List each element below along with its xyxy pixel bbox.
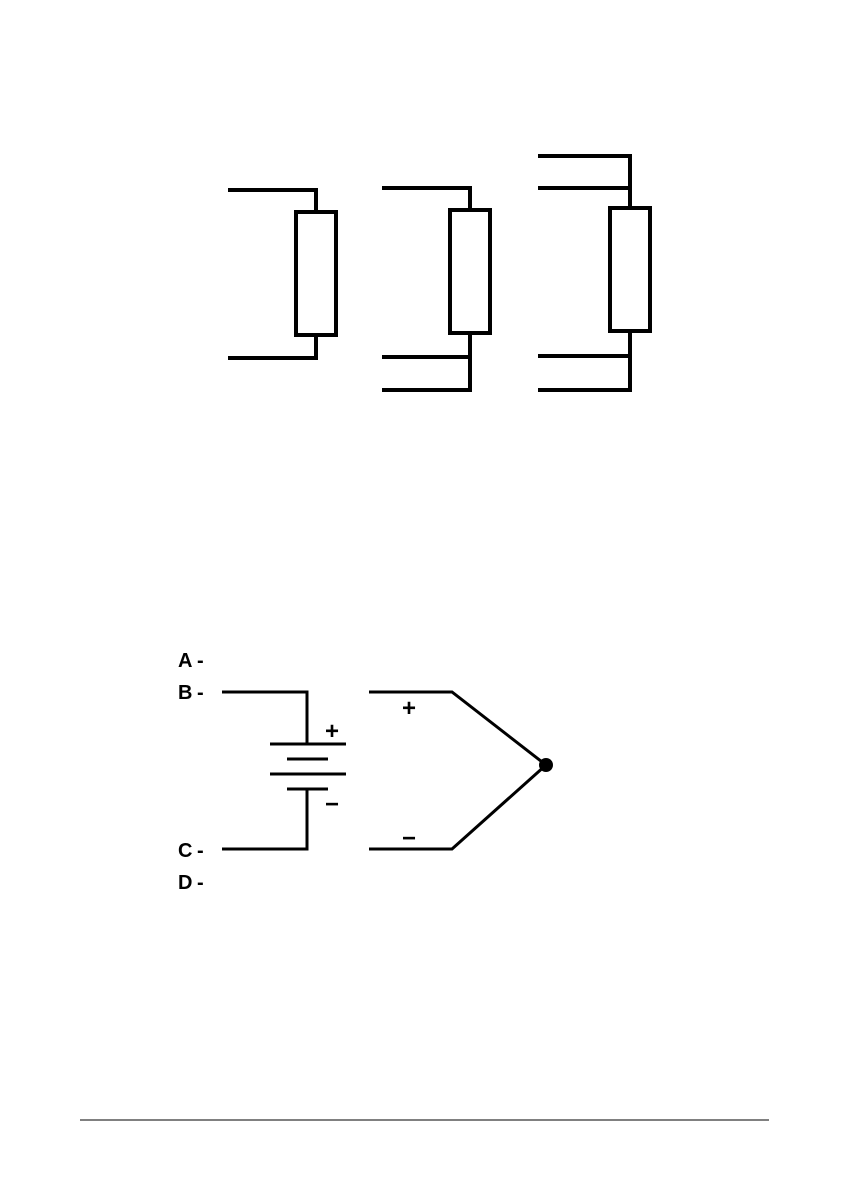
thermocouple: + − (369, 692, 553, 852)
battery-circuit: + − (222, 692, 346, 849)
three-wire-top-lead (384, 188, 470, 210)
thermocouple-minus-sign: − (402, 825, 416, 852)
four-wire-bottom-lead-outer (540, 331, 630, 390)
terminal-d-label: D (178, 872, 192, 894)
three-wire-resistor (384, 188, 490, 390)
thermocouple-positive-lead (369, 692, 546, 765)
two-wire-top-lead (230, 190, 316, 212)
terminal-d-marker: - (197, 872, 204, 894)
terminal-c-marker: - (197, 840, 204, 862)
battery-top-wire (222, 692, 307, 744)
terminal-c-label: C (178, 840, 192, 862)
three-wire-resistor-body (450, 210, 490, 333)
two-wire-resistor (230, 190, 336, 358)
thermocouple-negative-lead (369, 765, 546, 849)
thermocouple-plus-sign: + (402, 695, 416, 722)
four-wire-resistor (540, 156, 650, 390)
four-wire-resistor-body (610, 208, 650, 331)
two-wire-bottom-lead (230, 335, 316, 358)
terminal-b-marker: - (197, 682, 204, 704)
battery-minus-sign: − (325, 791, 339, 818)
battery-bottom-wire (222, 789, 307, 849)
terminal-b-label: B (178, 682, 192, 704)
battery-plus-sign: + (325, 718, 339, 745)
terminal-a-marker: - (197, 650, 204, 672)
two-wire-resistor-body (296, 212, 336, 335)
terminal-labels: A - B - C - D - (178, 650, 204, 894)
three-wire-bottom-lead-outer (384, 333, 470, 390)
thermocouple-junction (539, 758, 553, 772)
four-wire-top-lead-outer (540, 156, 630, 208)
terminal-a-label: A (178, 650, 192, 672)
